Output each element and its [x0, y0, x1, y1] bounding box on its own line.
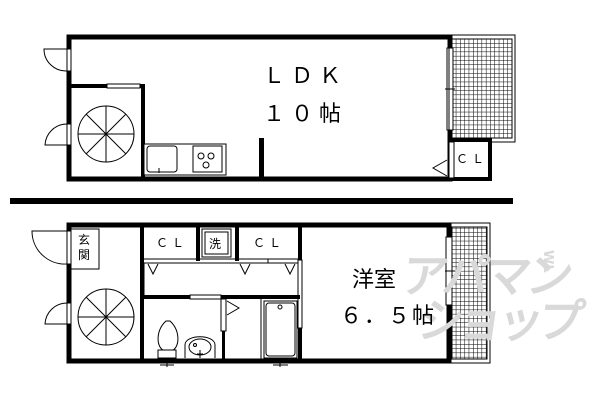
stove-icon — [192, 145, 223, 173]
laundry-label: 洗 — [209, 237, 222, 251]
upper-closet — [431, 138, 492, 181]
upper-balcony — [449, 34, 516, 143]
bathtub-icon — [263, 300, 298, 367]
wash-basin-icon — [184, 336, 216, 358]
upper-stair-wall — [69, 84, 145, 179]
toilet-icon — [157, 320, 179, 367]
closet-left-label: ＣＬ — [156, 236, 189, 250]
lower-balcony — [449, 222, 491, 364]
floor-divider — [10, 198, 513, 204]
watermark-mark: WL — [540, 250, 555, 273]
lower-spiral-staircase — [77, 288, 135, 346]
lower-floor — [31, 222, 491, 367]
upper-door-bottom — [44, 123, 72, 146]
upper-floor — [43, 34, 516, 182]
entrance-label-bottom: 関 — [78, 248, 91, 262]
closet-right-label: ＣＬ — [253, 236, 286, 250]
upper-door-top — [43, 48, 72, 72]
entrance-box — [70, 228, 100, 270]
watermark-line2: ショップ — [414, 294, 582, 348]
ldk-size: １０帖 — [263, 102, 348, 127]
upper-closet-label: ＣＬ — [456, 152, 489, 166]
western-room-size: ６．５帖 — [340, 304, 437, 329]
upper-kitchen — [143, 143, 227, 176]
upper-spiral-staircase — [77, 105, 135, 163]
entrance-label-top: 玄 — [78, 233, 91, 247]
ldk-label: ＬＤＫ — [263, 64, 348, 89]
lower-door-bottom — [44, 302, 72, 325]
sink-icon — [146, 145, 178, 173]
upper-partition — [259, 138, 264, 179]
lower-door-top — [31, 230, 72, 265]
western-room-label: 洋室 — [352, 268, 397, 293]
